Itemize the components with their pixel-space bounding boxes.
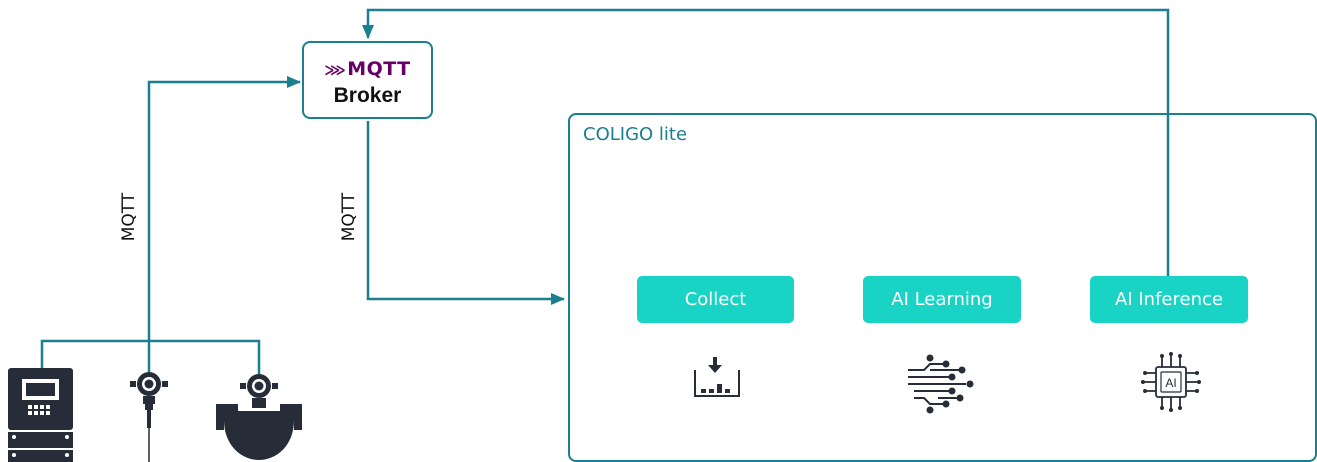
mqtt-edge-label-left: MQTT: [119, 192, 139, 242]
coligo-lite-container: [568, 113, 1317, 462]
collect-button[interactable]: Collect: [637, 276, 794, 323]
collect-icon: [694, 357, 740, 397]
mqtt-logo-text: MQTT: [347, 58, 411, 80]
transmitter-device: [8, 368, 73, 462]
mqtt-downlink-line: [366, 121, 565, 305]
mqtt-logo: ⋙MQTT: [304, 58, 431, 80]
pressure-sensor-device: [130, 372, 168, 462]
mqtt-uplink-line: [147, 76, 301, 372]
ai-chip-icon: AI: [1141, 352, 1201, 412]
neural-network-icon: [908, 354, 974, 414]
mqtt-broker-node[interactable]: ⋙MQTT Broker: [302, 41, 433, 119]
device-bus-line: [40, 339, 261, 378]
inference-feedback-line: [362, 8, 1170, 276]
coligo-title: COLIGO lite: [583, 124, 688, 145]
broker-label: Broker: [333, 84, 402, 107]
mqtt-edge-label-right: MQTT: [339, 192, 359, 242]
ai-inference-button[interactable]: AI Inference: [1090, 276, 1248, 323]
ai-chip-text: AI: [1165, 376, 1176, 390]
signal-waves-icon: ⋙: [324, 61, 347, 79]
flowmeter-device: [216, 374, 302, 460]
ai-learning-button[interactable]: AI Learning: [863, 276, 1021, 323]
